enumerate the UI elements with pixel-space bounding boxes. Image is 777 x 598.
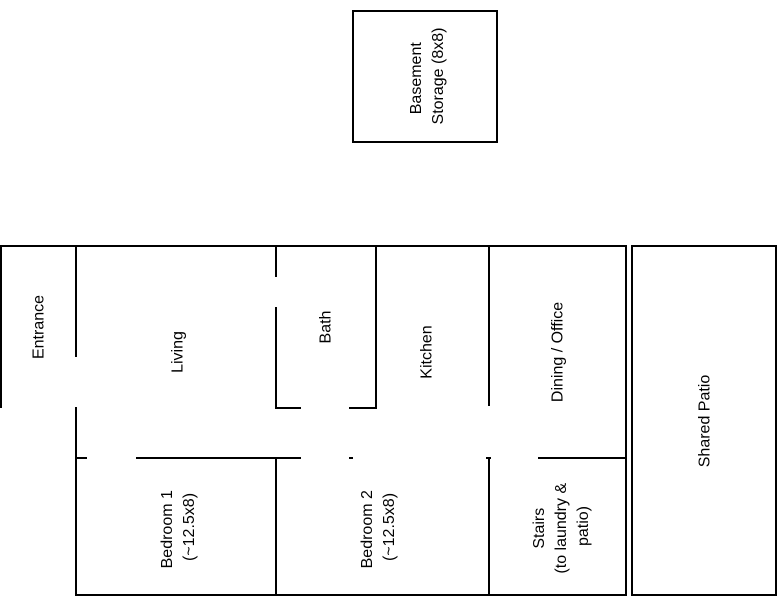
entrance-label: Entrance <box>31 295 48 359</box>
stairs-label-line2: (to laundry & <box>553 483 570 574</box>
bedroom-1-label-line2: (~12.5x8) <box>181 493 198 561</box>
basement-storage-label-line1: Basement <box>408 42 425 115</box>
bath-label: Bath <box>318 311 335 344</box>
living-label: Living <box>170 331 187 373</box>
bedroom-1-label-line1: Bedroom 1 <box>159 490 176 568</box>
shared-patio-wall <box>631 245 777 596</box>
bedroom-2-label: Bedroom 2 (~12.5x8) <box>359 486 398 569</box>
kitchen-label: Kitchen <box>419 325 436 378</box>
bedroom-2-label-line1: Bedroom 2 <box>359 490 376 568</box>
bedroom-1-label: Bedroom 1 (~12.5x8) <box>159 486 198 569</box>
basement-storage-label: Basement Storage (8x8) <box>408 28 447 125</box>
stairs-label-line3: patio) <box>575 506 592 546</box>
shared-patio-label: Shared Patio <box>697 375 714 468</box>
basement-storage-wall <box>352 10 498 143</box>
main-house-walls <box>0 245 627 596</box>
stairs-label-line1: Stairs <box>531 508 548 549</box>
bedroom-2-label-line2: (~12.5x8) <box>381 493 398 561</box>
basement-storage-label-line2: Storage (8x8) <box>430 28 447 125</box>
stairs-label: Stairs (to laundry & patio) <box>531 478 592 573</box>
dining-office-label: Dining / Office <box>550 302 567 402</box>
